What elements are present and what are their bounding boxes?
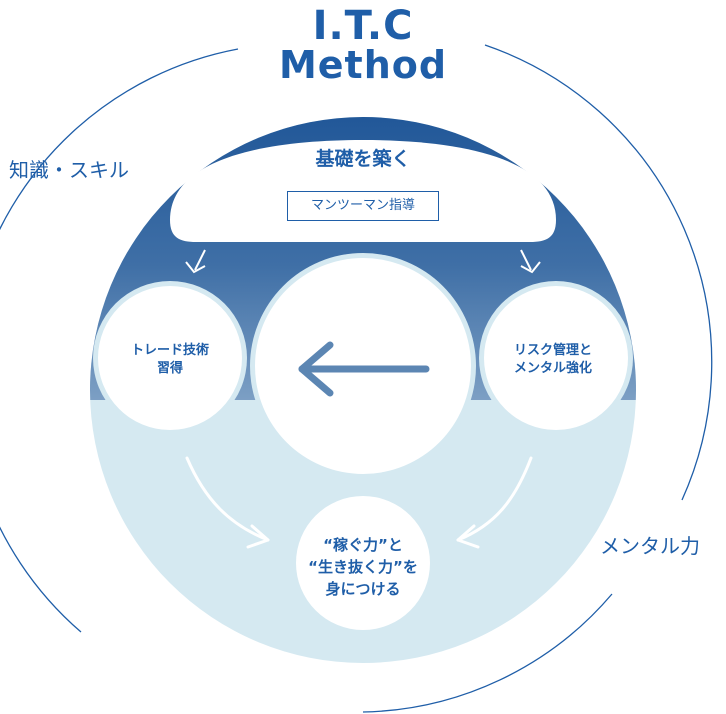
- outer-ring-arc-right: [484, 44, 713, 501]
- node-left-line-1: トレード技術: [130, 343, 209, 358]
- center-arrow-left-icon: [298, 341, 430, 397]
- cap-arrow-right: [520, 249, 541, 274]
- node-right-circle: [484, 286, 628, 430]
- node-left-line-2: 習得: [156, 360, 183, 376]
- outer-label-mental-strength: メンタル力: [600, 534, 700, 558]
- curve-arrow-right: [456, 456, 533, 549]
- outer-ring-arc-bottom: [362, 593, 613, 713]
- node-right-label: リスク管理と メンタル強化: [483, 342, 623, 377]
- node-bottom-line-2: “生き抜く力”を: [308, 557, 418, 576]
- curve-arrow-left: [185, 456, 270, 549]
- node-left-label: トレード技術 習得: [105, 342, 235, 377]
- node-right-line-2: メンタル強化: [513, 360, 592, 376]
- cap-arrow-left: [185, 249, 206, 274]
- node-bottom-label: “稼ぐ力”と “生き抜く力”を 身につける: [298, 535, 428, 600]
- title-line-2: Method: [278, 43, 448, 87]
- outer-ring-arc-left: [0, 48, 239, 633]
- node-right-line-1: リスク管理と: [513, 343, 592, 358]
- node-bottom-line-3: 身につける: [325, 579, 401, 598]
- node-bottom-line-1: “稼ぐ力”と: [323, 536, 403, 554]
- node-left-circle: [98, 286, 242, 430]
- node-bottom-circle: [296, 496, 430, 630]
- top-heading: 基礎を築く: [315, 148, 411, 170]
- outer-label-knowledge-skill: 知識・スキル: [9, 158, 129, 182]
- top-subtitle-box: マンツーマン指導: [287, 191, 439, 221]
- title-line-1: I.T.C: [312, 3, 414, 49]
